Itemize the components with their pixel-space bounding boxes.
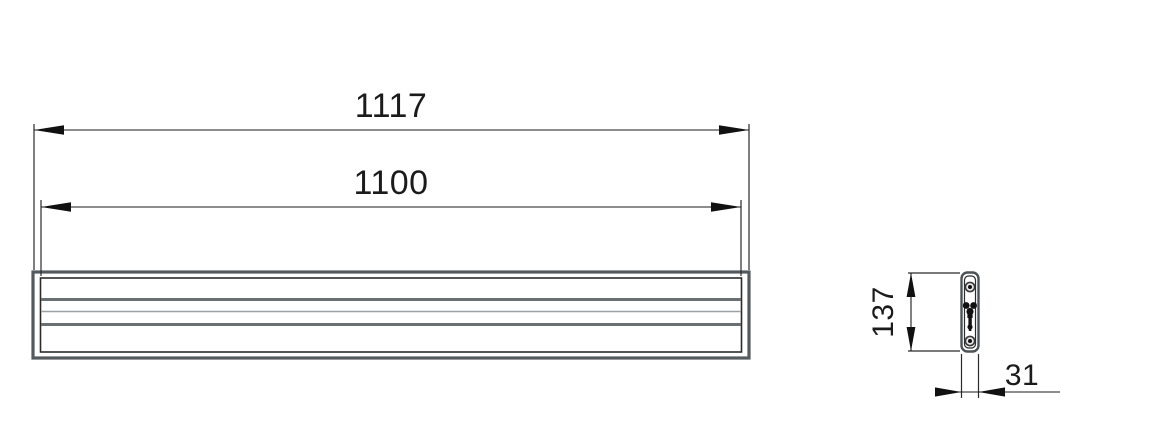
arrowhead-right-1117 bbox=[719, 125, 749, 135]
front-elevation-view bbox=[31, 270, 751, 360]
dimension-bracket-depth: 31 bbox=[935, 354, 1060, 398]
profile-outer-frame bbox=[31, 270, 751, 360]
dimension-label-1117: 1117 bbox=[355, 87, 428, 125]
fixing-hole-top-center bbox=[968, 285, 972, 289]
bracket-inner-outline bbox=[963, 275, 977, 349]
keyhole-slot bbox=[962, 302, 977, 331]
arrowhead-top-137 bbox=[906, 273, 916, 297]
dimension-bracket-height: 137 bbox=[867, 272, 960, 352]
arrowhead-right-31 bbox=[978, 387, 1005, 397]
dimension-label-137: 137 bbox=[867, 286, 900, 338]
dimension-overall-length: 1117 bbox=[33, 87, 750, 270]
dimension-label-31: 31 bbox=[1005, 359, 1039, 392]
arrowhead-left-1117 bbox=[34, 125, 64, 135]
side-elevation-view bbox=[960, 271, 980, 353]
fixing-hole-bottom-center bbox=[968, 339, 972, 343]
arrowhead-right-1100 bbox=[711, 202, 741, 212]
arrowhead-bottom-137 bbox=[906, 327, 916, 351]
arrowhead-left-1100 bbox=[41, 202, 71, 212]
dimension-label-1100: 1100 bbox=[353, 164, 428, 202]
dimension-inner-length: 1100 bbox=[40, 164, 742, 276]
profile-inner-frame bbox=[39, 277, 743, 353]
arrowhead-left-31 bbox=[935, 387, 962, 397]
